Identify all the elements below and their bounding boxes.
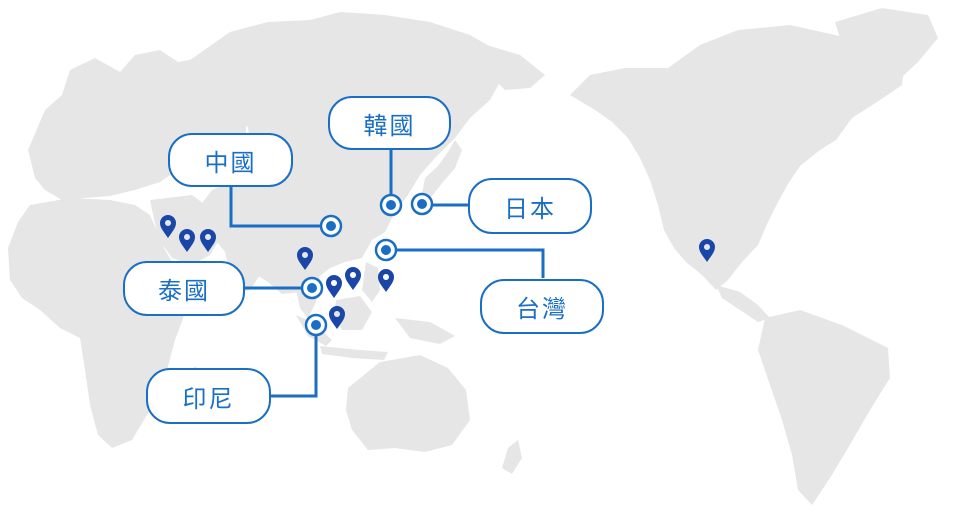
land-africa	[8, 198, 190, 448]
land-borneo	[334, 296, 372, 330]
map-pin-icon[interactable]	[378, 269, 394, 292]
map-pin-icon[interactable]	[326, 275, 342, 298]
location-dot-icon[interactable]	[300, 276, 324, 300]
map-pin-icon[interactable]	[160, 215, 176, 238]
location-dot-icon[interactable]	[374, 238, 398, 262]
location-dot-icon[interactable]	[410, 192, 434, 216]
land-south-america	[758, 310, 890, 505]
connector-taiwan	[386, 248, 545, 278]
map-pin-icon[interactable]	[179, 229, 195, 252]
label-indonesia[interactable]: 印尼	[146, 368, 271, 424]
location-dot-icon[interactable]	[379, 193, 403, 217]
land-java	[320, 346, 388, 360]
connector-china	[229, 186, 330, 228]
land-asia	[190, 12, 515, 294]
map-pin-icon[interactable]	[345, 267, 361, 290]
label-korea[interactable]: 韓國	[328, 96, 451, 150]
connector-indonesia	[270, 326, 318, 398]
land-kamchatka	[470, 40, 545, 90]
land-north-america	[570, 25, 905, 290]
map-pins	[160, 215, 715, 329]
land-greenland	[835, 8, 938, 88]
label-taiwan[interactable]: 台灣	[480, 279, 604, 334]
location-dot-icon[interactable]	[304, 313, 328, 337]
land-new-zealand	[502, 440, 522, 474]
land-japan	[420, 140, 462, 204]
location-dot-icon[interactable]	[319, 214, 343, 238]
label-thailand[interactable]: 泰國	[123, 261, 245, 316]
label-japan[interactable]: 日本	[468, 178, 592, 234]
land-australia	[346, 355, 470, 452]
land-central-america	[716, 285, 770, 322]
label-china[interactable]: 中國	[168, 133, 293, 187]
map-pin-icon[interactable]	[297, 247, 313, 270]
land-masses	[8, 8, 938, 505]
map-pin-icon[interactable]	[699, 239, 715, 262]
map-pin-icon[interactable]	[200, 229, 216, 252]
map-pin-icon[interactable]	[329, 306, 345, 329]
land-new-guinea	[395, 318, 455, 344]
location-dots	[300, 192, 434, 337]
land-philippines	[362, 262, 380, 302]
